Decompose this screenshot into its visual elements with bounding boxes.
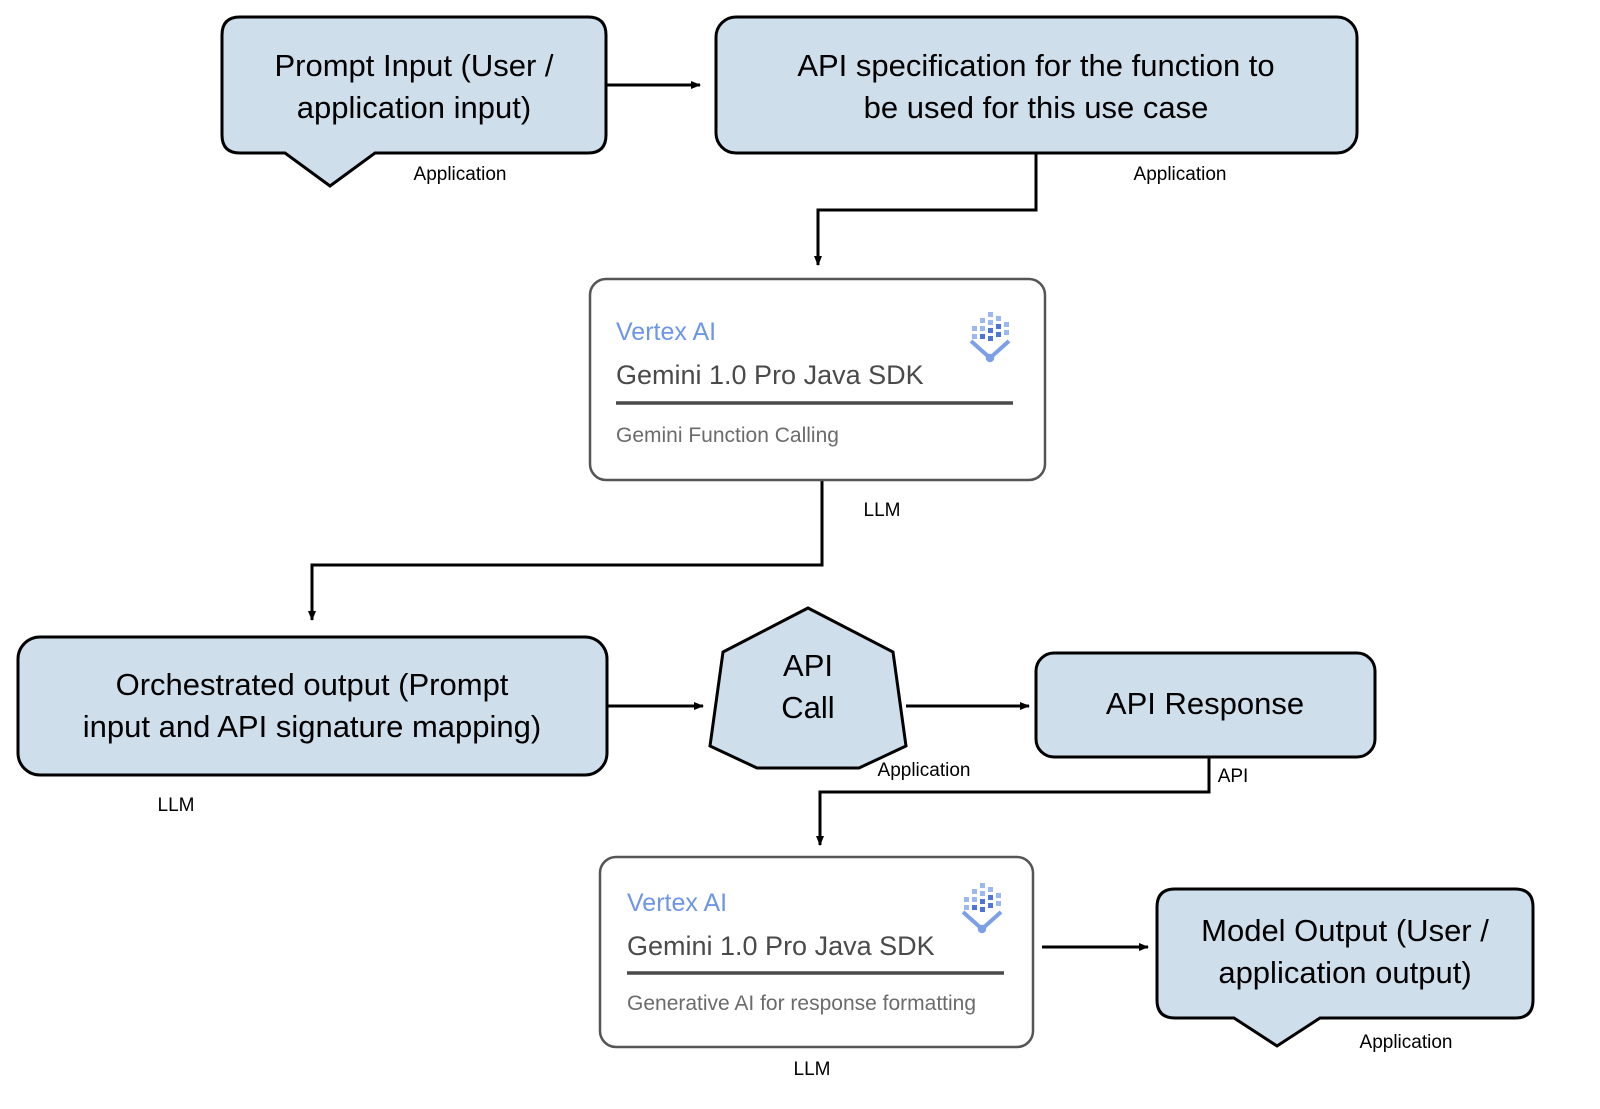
model-output-shape [1155,887,1535,1048]
vertex-ai-logo-icon [969,312,1011,363]
vertex-card-2-shape [598,855,1035,1049]
api-call-label-line2: Call [781,690,834,725]
vertex-card-2-subtitle: Generative AI for response formatting [627,992,976,1015]
edge-apiresponse-to-vertexcard2 [816,757,1211,846]
api-spec-label-line2: be used for this use case [864,90,1209,125]
prompt-input-shape [220,15,608,188]
api-spec-label-line1: API specification for the function to [797,48,1274,83]
vertex-card-1-title: Gemini 1.0 Pro Java SDK [616,360,924,390]
api-response-label: API Response [1106,686,1304,721]
edge-apispec-to-vertexcard1 [814,153,1038,266]
orchestrated-output-shape [16,635,609,777]
node-vertex-card-2[interactable]: Vertex AI Gemini 1.0 Pro Java SDK Genera… [598,855,1035,1080]
node-orchestrated-output[interactable]: Orchestrated output (Prompt input and AP… [16,635,609,816]
api-spec-tag: Application [1134,164,1227,185]
orchestrated-output-label-line1: Orchestrated output (Prompt [116,667,509,702]
vertex-card-1-shape [588,277,1047,482]
vertex-card-2-tag: LLM [794,1059,831,1080]
orchestrated-output-label-line2: input and API signature mapping) [83,709,541,744]
vertex-card-1-brand: Vertex AI [616,318,716,346]
model-output-label-line2: application output) [1218,955,1471,990]
vertex-card-1-subtitle: Gemini Function Calling [616,424,839,447]
vertex-ai-logo-icon [961,883,1003,934]
node-api-spec[interactable]: API specification for the function to be… [714,15,1359,185]
edge-vertexcard1-to-orchestrated [308,480,824,621]
node-vertex-card-1[interactable]: Vertex AI Gemini 1.0 Pro Java SDK Gemini… [588,277,1047,521]
node-prompt-input[interactable]: Prompt Input (User / application input) … [220,15,608,188]
node-model-output[interactable]: Model Output (User / application output)… [1155,887,1535,1053]
prompt-input-tag: Application [414,164,507,185]
api-spec-shape [714,15,1359,155]
prompt-input-label-line2: application input) [297,90,531,125]
api-response-tag: API [1218,766,1249,787]
model-output-tag: Application [1360,1032,1453,1053]
vertex-card-2-title: Gemini 1.0 Pro Java SDK [627,931,935,961]
orchestrated-output-tag: LLM [158,795,195,816]
api-call-shape [708,606,908,770]
edge-layer [308,81,1211,951]
api-call-tag: Application [878,760,971,781]
node-api-call[interactable]: API Call Application [708,606,971,781]
vertex-card-1-tag: LLM [864,500,901,521]
node-api-response[interactable]: API Response API [1034,651,1377,787]
prompt-input-label-line1: Prompt Input (User / [274,48,553,83]
api-call-label-line1: API [783,648,833,683]
api-response-shape [1034,651,1377,759]
model-output-label-line1: Model Output (User / [1201,913,1489,948]
vertex-card-2-brand: Vertex AI [627,889,727,917]
